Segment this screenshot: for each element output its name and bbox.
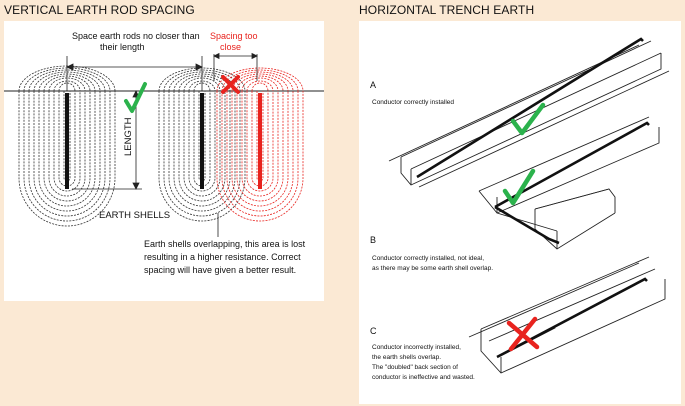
- length-label: LENGTH: [123, 117, 134, 156]
- vertical-rod-panel: Space earth rods no closer than their le…: [4, 21, 324, 301]
- label-a-letter: A: [370, 80, 376, 90]
- overlap-note-line2: resulting in a higher resistance. Correc…: [144, 252, 301, 262]
- trench-c: [468, 256, 666, 374]
- spacing-label-line1: Space earth rods no closer than: [72, 31, 200, 41]
- vertical-rod-diagram: Space earth rods no closer than their le…: [4, 31, 324, 275]
- too-close-dimension: [213, 52, 258, 81]
- horizontal-trench-panel: A Conductor correctly installed B Conduc…: [359, 21, 681, 404]
- label-b-line1: Conductor correctly installed, not ideal…: [372, 255, 484, 262]
- label-a-text: Conductor correctly installed: [372, 99, 454, 106]
- checkmark-b-icon: [502, 168, 536, 206]
- too-close-label-line1: Spacing too: [210, 31, 258, 41]
- checkmark-icon: [124, 82, 147, 113]
- earth-rod-red: [258, 93, 262, 189]
- label-c-line3: The "doubled" back section of: [372, 364, 458, 371]
- overlap-note-line3: spacing will have given a better result.: [144, 265, 296, 275]
- label-c-line2: the earth shells overlap.: [372, 354, 441, 361]
- overlap-note-line1: Earth shells overlapping, this area is l…: [144, 239, 306, 249]
- cross-c-icon: [506, 316, 540, 352]
- label-c-letter: C: [370, 326, 377, 336]
- spacing-dimension: [66, 56, 203, 91]
- conductor-b: [494, 121, 650, 245]
- label-b-line2: as there may be some earth shell overlap…: [372, 265, 493, 272]
- earth-rod-left: [65, 93, 69, 189]
- spacing-label-line2: their length: [100, 42, 145, 52]
- conductor-a: [416, 37, 644, 179]
- label-c-line1: Conductor incorrectly installed,: [372, 344, 461, 351]
- horizontal-trench-diagram: A Conductor correctly installed B Conduc…: [370, 37, 670, 381]
- vertical-rod-heading: VERTICAL EARTH ROD SPACING: [4, 3, 195, 17]
- label-c-line4: conductor is ineffective and wasted.: [372, 374, 475, 381]
- conductor-c: [496, 277, 648, 359]
- earth-shells-label: EARTH SHELLS: [99, 210, 170, 221]
- cross-icon: [221, 75, 240, 94]
- trench-a: [388, 40, 670, 188]
- checkmark-a-icon: [510, 102, 546, 136]
- earth-shells-red: [216, 67, 304, 222]
- earth-rod-middle: [200, 93, 204, 189]
- label-b-letter: B: [370, 235, 376, 245]
- trench-b: [478, 116, 660, 250]
- length-dimension: [72, 90, 142, 190]
- too-close-label-line2: close: [220, 42, 241, 52]
- horizontal-trench-heading: HORIZONTAL TRENCH EARTH: [359, 3, 535, 17]
